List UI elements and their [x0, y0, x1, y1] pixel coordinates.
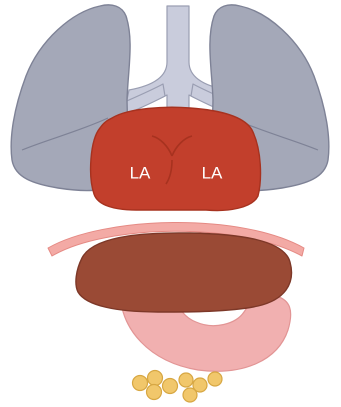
heart-icon — [91, 107, 261, 210]
lymph-node — [208, 372, 222, 386]
left-atrium-label-left: LA — [130, 163, 151, 182]
lymph-node — [183, 388, 197, 402]
lymph-node — [147, 385, 162, 400]
heart-body — [91, 107, 261, 210]
lymph-node — [179, 373, 193, 387]
lymph-node-cluster-icon — [133, 371, 223, 403]
lymph-node — [133, 376, 148, 391]
liver-icon — [76, 233, 292, 312]
lymph-node — [163, 379, 178, 394]
lymph-node — [148, 371, 163, 386]
left-atrium-label-right: LA — [202, 163, 223, 182]
